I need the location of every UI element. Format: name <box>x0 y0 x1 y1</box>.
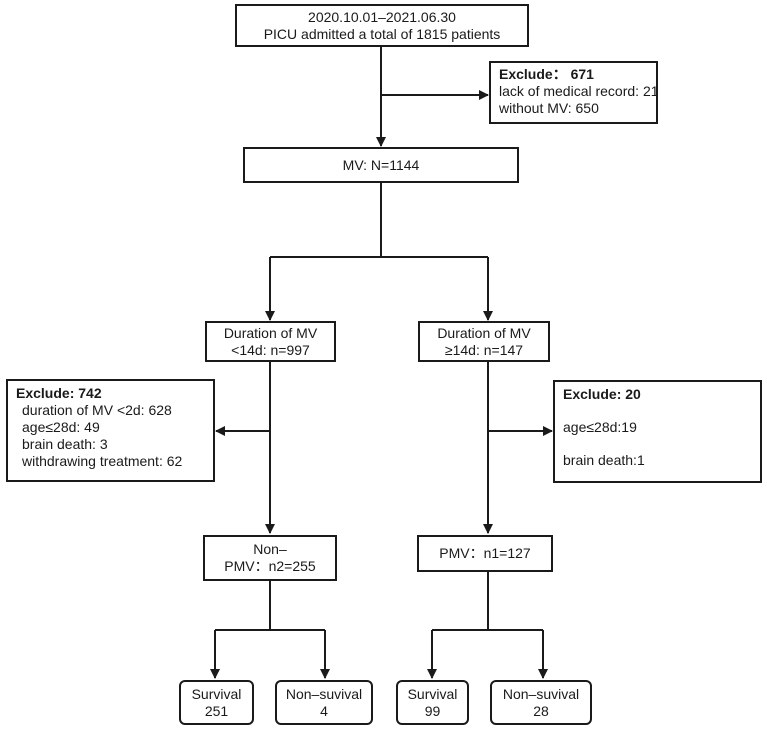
nonsurvival-28-box: Non–suvival 28 <box>490 680 592 725</box>
admitted-date-range: 2020.10.01–2021.06.30 <box>308 8 456 25</box>
short-mv-box: Duration of MV <14d: n=997 <box>205 321 336 362</box>
nonsurvival-28-count: 28 <box>533 702 549 719</box>
admitted-total: PICU admitted a total of 1815 patients <box>263 25 501 42</box>
pmv-box: PMV：n1=127 <box>417 535 553 572</box>
mv-box: MV: N=1144 <box>243 147 519 183</box>
exclude-671-box: Exclude： 671 lack of medical record: 21 … <box>489 61 659 124</box>
survival-251-box: Survival 251 <box>179 680 254 725</box>
mv-total: MV: N=1144 <box>342 156 420 173</box>
nonsurvival-4-box: Non–suvival 4 <box>275 680 373 725</box>
survival-99-box: Survival 99 <box>396 680 469 725</box>
non-pmv-count: PMV：n2=255 <box>224 558 316 574</box>
exclude-742-brain-death: brain death: 3 <box>22 436 108 452</box>
short-mv-title: Duration of MV <box>223 324 318 341</box>
exclude-671-lack-record: lack of medical record: 21 <box>499 83 659 99</box>
nonsurvival-28-label: Non–suvival <box>502 685 580 702</box>
exclude-671-title: Exclude： 671 <box>499 66 594 82</box>
exclude-20-age: age≤28d:19 <box>563 419 637 435</box>
admitted-box: 2020.10.01–2021.06.30 PICU admitted a to… <box>235 4 529 47</box>
pmv-count: PMV：n1=127 <box>439 545 531 561</box>
exclude-20-title: Exclude: 20 <box>563 386 641 402</box>
survival-251-label: Survival <box>191 685 242 702</box>
exclude-20-box: Exclude: 20 age≤28d:19 brain death:1 <box>553 380 762 483</box>
short-mv-count: <14d: n=997 <box>231 341 310 358</box>
exclude-742-box: Exclude: 742 duration of MV <2d: 628 age… <box>6 379 215 482</box>
exclude-742-age: age≤28d: 49 <box>22 419 100 435</box>
exclude-742-title: Exclude: 742 <box>16 385 102 401</box>
long-mv-box: Duration of MV ≥14d: n=147 <box>418 321 550 362</box>
exclude-742-short-duration: duration of MV <2d: 628 <box>22 402 172 418</box>
nonsurvival-4-count: 4 <box>320 702 328 719</box>
exclude-742-withdrawing: withdrawing treatment: 62 <box>22 453 183 469</box>
long-mv-count: ≥14d: n=147 <box>444 341 524 358</box>
non-pmv-title: Non– <box>253 541 287 557</box>
survival-99-label: Survival <box>407 685 458 702</box>
non-pmv-box: Non– PMV：n2=255 <box>203 535 337 581</box>
long-mv-title: Duration of MV <box>437 324 531 341</box>
exclude-20-brain-death: brain death:1 <box>563 452 645 468</box>
exclude-671-without-mv: without MV: 650 <box>499 100 599 116</box>
survival-99-count: 99 <box>424 702 441 719</box>
nonsurvival-4-label: Non–suvival <box>285 685 363 702</box>
survival-251-count: 251 <box>204 702 229 719</box>
